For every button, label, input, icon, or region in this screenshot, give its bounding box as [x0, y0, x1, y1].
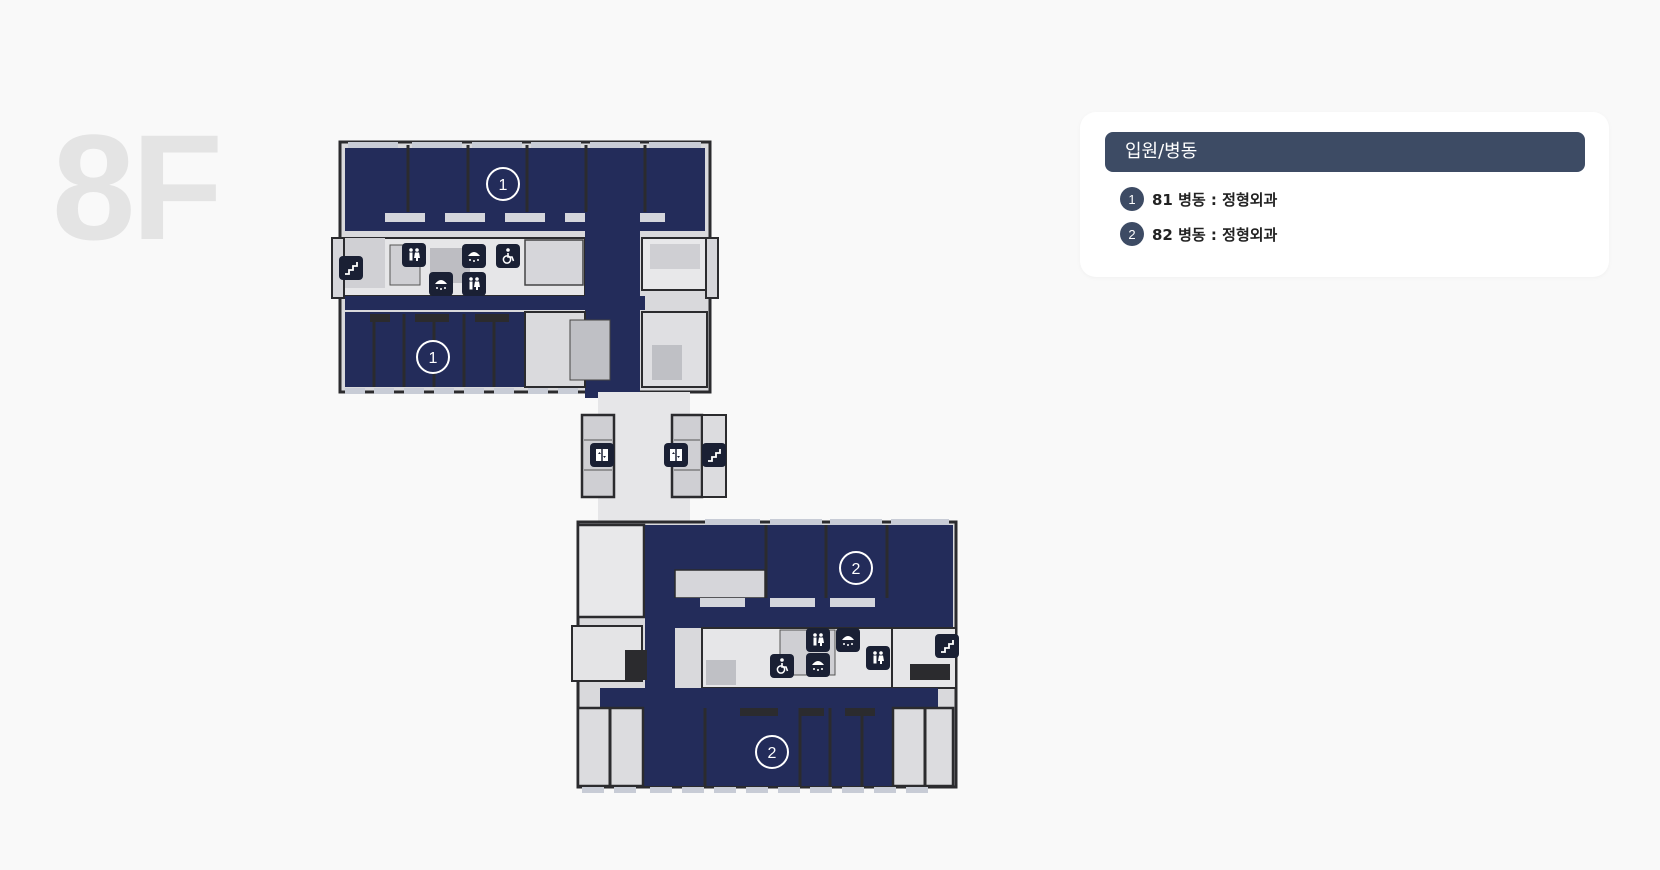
restroom-icon[interactable]: [806, 628, 830, 652]
shower-icon[interactable]: [429, 272, 453, 296]
legend-item-label: 82 병동 : 정형외과: [1152, 225, 1278, 244]
legend-item[interactable]: 1 81 병동 : 정형외과: [1120, 186, 1277, 212]
legend-panel: 입원/병동 1 81 병동 : 정형외과 2 82 병동 : 정형외과: [1080, 112, 1609, 277]
ward-81-rooms-top[interactable]: [345, 148, 705, 213]
legend-item[interactable]: 2 82 병동 : 정형외과: [1120, 221, 1277, 247]
elevator-icon[interactable]: [664, 443, 688, 467]
svg-text:2: 2: [768, 745, 777, 762]
svg-text:2: 2: [852, 561, 861, 578]
restroom-icon[interactable]: [866, 646, 890, 670]
legend-number-badge: 2: [1120, 222, 1144, 246]
north-wing: [331, 140, 719, 398]
stairs-icon[interactable]: [935, 634, 959, 658]
shower-icon[interactable]: [806, 653, 830, 677]
shower-icon[interactable]: [462, 244, 486, 268]
accessible-icon[interactable]: [496, 244, 520, 268]
ward-marker[interactable]: 2: [755, 735, 789, 769]
svg-text:1: 1: [499, 177, 508, 194]
legend-title: 입원/병동: [1105, 132, 1585, 172]
legend-list: 1 81 병동 : 정형외과 2 82 병동 : 정형외과: [1120, 186, 1277, 256]
stairs-icon[interactable]: [702, 443, 726, 467]
stairs-icon[interactable]: [339, 256, 363, 280]
ward-marker[interactable]: 1: [486, 167, 520, 201]
shower-icon[interactable]: [836, 628, 860, 652]
accessible-icon[interactable]: [770, 654, 794, 678]
legend-item-label: 81 병동 : 정형외과: [1152, 190, 1278, 209]
restroom-icon[interactable]: [462, 272, 486, 296]
floor-label: 8F: [52, 103, 223, 271]
legend-number-badge: 1: [1120, 187, 1144, 211]
ward-marker[interactable]: 2: [839, 551, 873, 585]
elevator-icon[interactable]: [590, 443, 614, 467]
ward-marker[interactable]: 1: [416, 340, 450, 374]
restroom-icon[interactable]: [402, 243, 426, 267]
svg-text:1: 1: [429, 350, 438, 367]
south-wing: [571, 519, 958, 793]
